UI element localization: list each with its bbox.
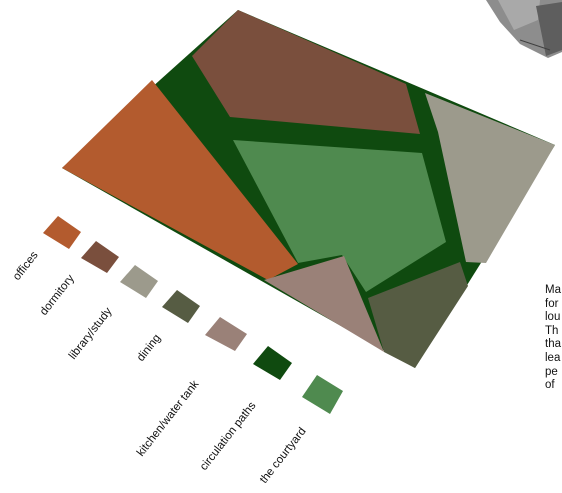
legend-swatch-the-courtyard [302,375,343,414]
side-text-line: Th [545,324,559,337]
legend-swatch-dormitory [81,241,119,273]
legend-label-dormitory: dormitory [38,272,77,317]
side-text-line: lea [545,351,561,364]
side-text-line: tha [545,338,561,351]
legend-label-library-study: library/study [67,305,115,361]
side-paragraph: Ma for lou Th tha lea pe of [545,284,562,393]
dormitory-zone [192,10,420,134]
legend-label-kitchen-water-tank: kitchen/water tank [135,378,202,459]
side-text-line: lou [545,311,561,324]
side-text-line: Ma [545,284,561,296]
legend-swatch-kitchen-water-tank [205,317,247,351]
courtyard-zone [233,140,446,292]
legend-swatch-circulation-paths [253,346,292,380]
legend-swatch-dining [162,290,200,323]
legend-label-the-courtyard: the courtyard [258,426,309,486]
legend-swatch-library-study [120,265,158,298]
library-study-zone [425,93,555,263]
side-text-line: for [545,297,559,310]
dining-zone [368,262,468,368]
offices-zone [62,80,298,280]
kitchen-water-tank-zone [264,256,384,352]
side-text-line: pe [545,365,558,378]
legend-label-offices: offices [11,249,41,283]
legend-label-circulation-paths: circulation paths [198,400,259,473]
legend-label-dining: dining [135,332,163,364]
legend-swatch-offices [43,216,81,249]
photo-fragment [486,0,562,58]
side-text-line: of [545,379,555,392]
